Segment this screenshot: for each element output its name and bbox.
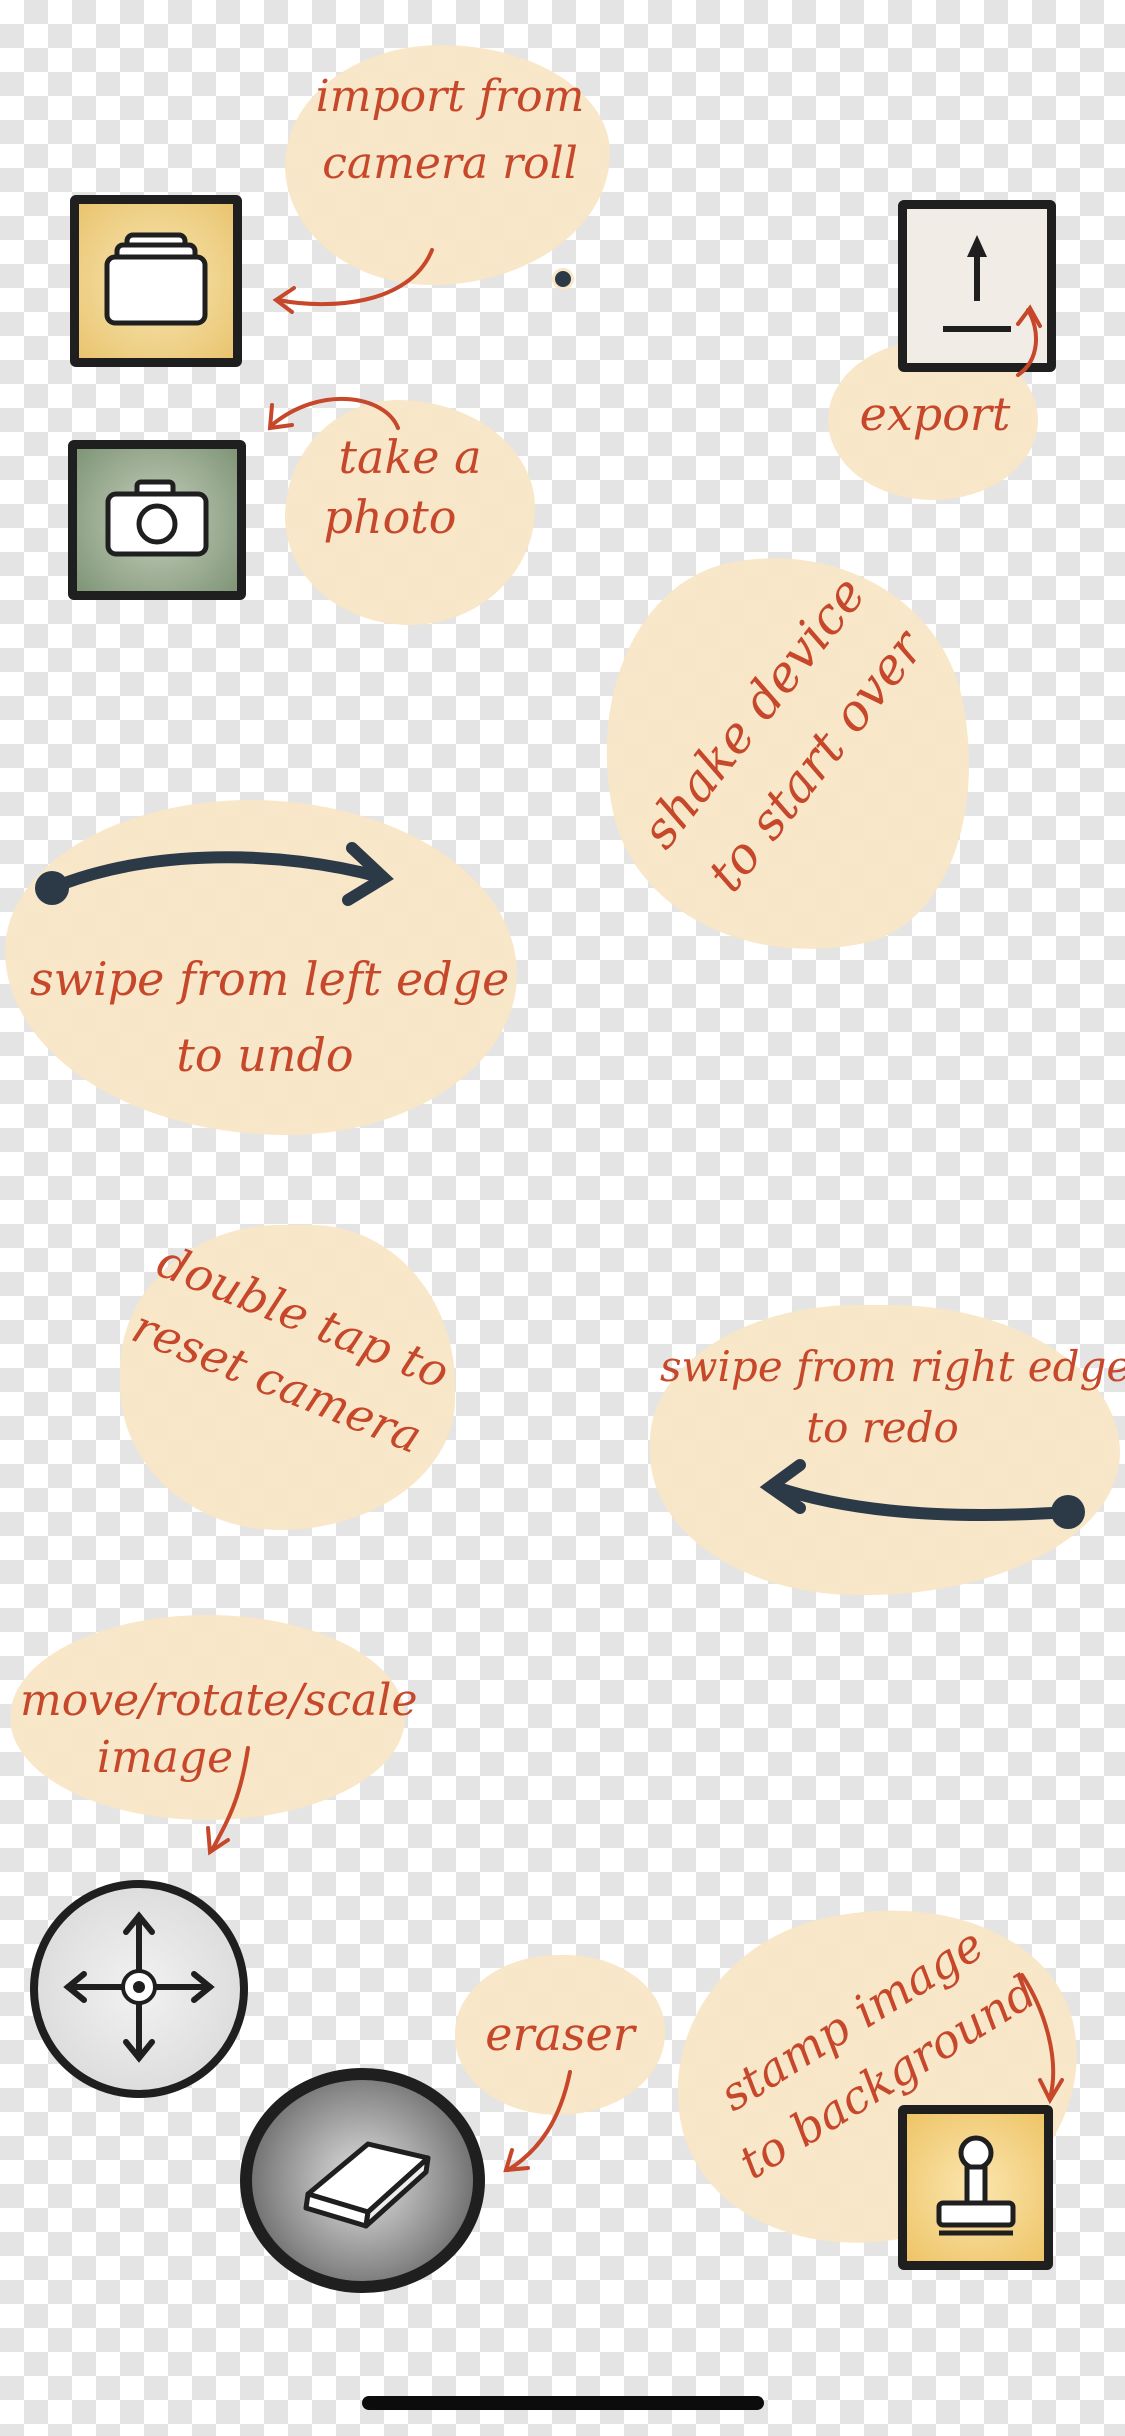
move-note-line-2: image xyxy=(96,1732,234,1784)
move-arrows-icon xyxy=(54,1902,224,2076)
eraser-note: eraser xyxy=(485,2007,635,2061)
import-note-line-2: camera roll xyxy=(322,138,578,190)
take-photo-note-bubble xyxy=(285,400,535,625)
undo-note-line-2: to undo xyxy=(176,1027,354,1082)
move-note-bubble xyxy=(10,1615,405,1820)
indicator-dot xyxy=(552,268,574,290)
eraser-button[interactable] xyxy=(240,2068,485,2293)
share-arrow-icon xyxy=(937,229,1017,343)
take-photo-line-2: photo xyxy=(323,489,457,544)
take-photo-line-1: take a xyxy=(338,430,482,484)
reset-note-bubble xyxy=(120,1225,455,1530)
import-note-line-1: import from xyxy=(315,71,585,122)
export-button[interactable] xyxy=(898,200,1056,372)
photo-stack-icon xyxy=(101,229,211,333)
take-photo-button[interactable] xyxy=(68,440,246,600)
undo-note-line-1: swipe from left edge xyxy=(30,952,510,1006)
redo-note: swipe from right edge to redo xyxy=(660,1340,1125,1455)
redo-note-bubble xyxy=(650,1305,1120,1595)
import-camera-roll-button[interactable] xyxy=(70,195,242,367)
move-note: move/rotate/scale image xyxy=(20,1672,418,1786)
export-note: export xyxy=(859,387,1011,441)
move-note-line-1: move/rotate/scale xyxy=(20,1675,418,1726)
undo-note: swipe from left edge to undo xyxy=(30,950,510,1086)
move-rotate-scale-button[interactable] xyxy=(30,1880,248,2098)
camera-icon xyxy=(102,478,212,562)
home-indicator[interactable] xyxy=(362,2396,764,2410)
import-note: import from camera roll xyxy=(300,68,600,192)
stamp-button[interactable] xyxy=(898,2105,1053,2270)
redo-note-line-1: swipe from right edge xyxy=(660,1342,1125,1391)
stamp-icon xyxy=(931,2131,1021,2245)
take-photo-note: take a photo xyxy=(300,428,520,548)
import-note-bubble xyxy=(285,45,610,285)
redo-note-line-2: to redo xyxy=(806,1402,959,1452)
eraser-icon xyxy=(288,2124,438,2238)
